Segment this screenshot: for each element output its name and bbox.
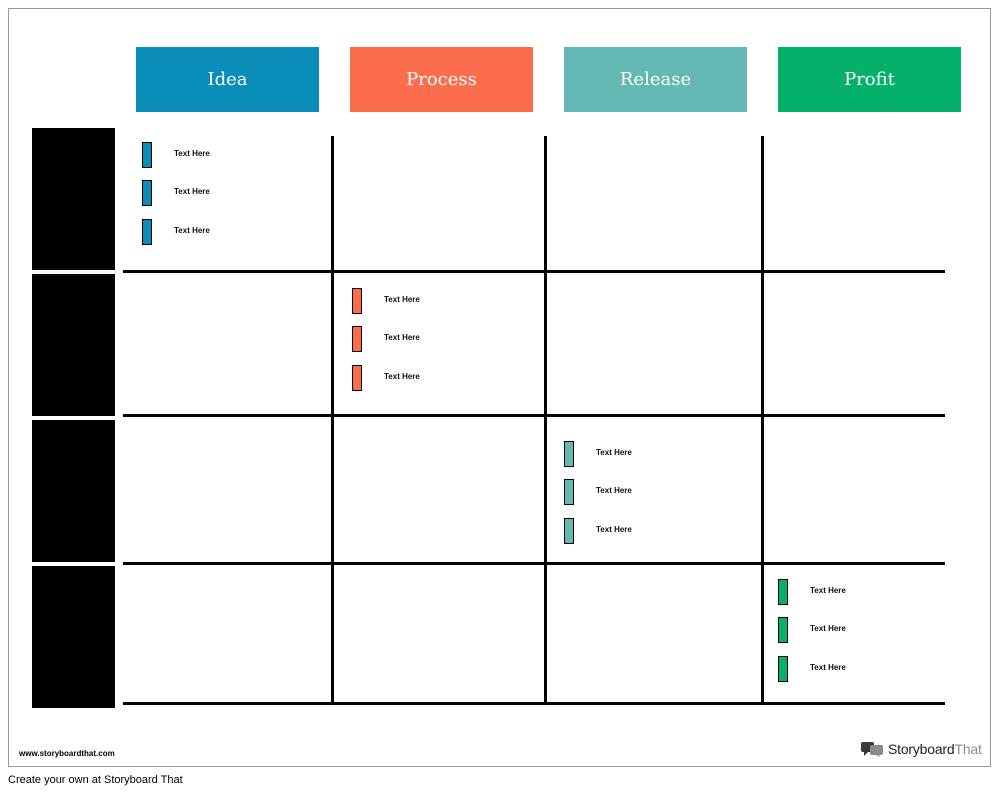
item-text: Text Here [384,333,420,342]
item-text: Text Here [810,663,846,672]
color-marker [142,180,152,206]
item-text: Text Here [596,448,632,457]
item-text: Text Here [174,149,210,158]
row-label-block-2 [32,274,115,416]
header-idea: Idea [136,47,319,112]
grid-row-divider [123,414,945,417]
item-text: Text Here [810,624,846,633]
header-label: Idea [207,69,248,90]
grid-column-divider [331,136,334,705]
row-label-block-1 [32,128,115,270]
header-label: Profit [844,69,895,90]
grid-row-divider [123,270,945,273]
item-text: Text Here [596,525,632,534]
speech-bubbles-icon [861,742,883,757]
item-text: Text Here [174,226,210,235]
color-marker [778,617,788,643]
color-marker [564,479,574,505]
header-process: Process [350,47,533,112]
color-marker [564,518,574,544]
row-label-block-4 [32,566,115,708]
grid-bottom-border [123,702,945,705]
header-label: Release [619,69,692,90]
color-marker [778,656,788,682]
header-label: Process [406,69,477,90]
site-url: www.storyboardthat.com [19,749,115,758]
color-marker [142,219,152,245]
grid-column-divider [544,136,547,705]
color-marker [142,142,152,168]
item-text: Text Here [384,372,420,381]
brand-name: StoryboardThat [888,741,982,757]
color-marker [564,441,574,467]
grid-row-divider [123,562,945,565]
brand-logo[interactable]: StoryboardThat [860,740,982,758]
item-text: Text Here [596,486,632,495]
footer-caption: Create your own at Storyboard That [8,774,183,786]
item-text: Text Here [174,187,210,196]
color-marker [778,579,788,605]
header-profit: Profit [778,47,961,112]
color-marker [352,365,362,391]
color-marker [352,288,362,314]
row-label-block-3 [32,420,115,562]
item-text: Text Here [384,295,420,304]
header-release: Release [564,47,747,112]
color-marker [352,326,362,352]
item-text: Text Here [810,586,846,595]
storyboard-frame [8,8,991,767]
grid-column-divider [761,136,764,705]
